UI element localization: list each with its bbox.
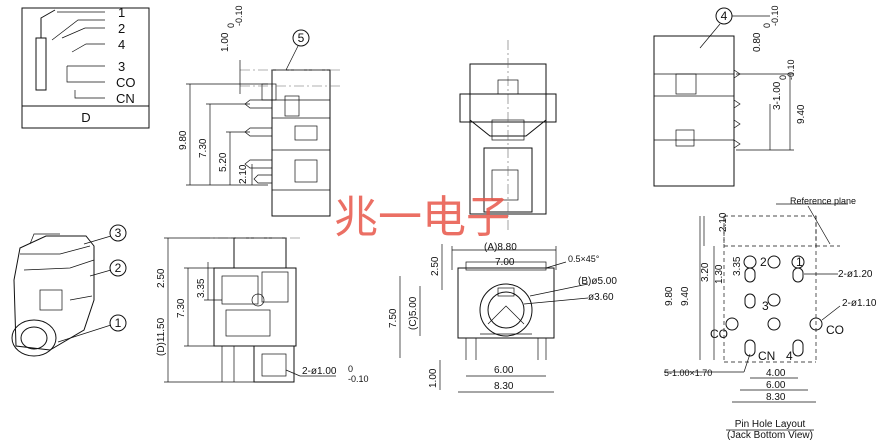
pin-hole-layout: Reference plane 2.10 3.35 3.20 1.30 9.80… bbox=[664, 196, 877, 441]
bottom-dim-3-60: ø3.60 bbox=[588, 292, 614, 303]
side-view: 9.80 7.30 5.20 2.10 1.00 0 -0.10 5 bbox=[178, 5, 340, 217]
layout-pin-cn: CN bbox=[758, 349, 775, 363]
layout-dim-1-30: 1.30 bbox=[714, 264, 725, 284]
layout-dim-holes-1-10: 2-ø1.10 bbox=[842, 298, 877, 309]
layout-dim-holes-1-20: 2-ø1.20 bbox=[838, 269, 873, 280]
layout-pin-co-left: CO bbox=[710, 327, 728, 341]
schematic-box: D 1 2 4 3 CO CN bbox=[21, 5, 150, 129]
layout-pin-1: 1 bbox=[796, 255, 803, 269]
iso-callout-3-circle bbox=[109, 224, 127, 242]
layout-pin-2: 2 bbox=[760, 255, 767, 269]
layout-reference: Reference plane bbox=[790, 196, 856, 206]
right-tol-lower-b: -0.10 bbox=[786, 59, 796, 80]
right-tol-lower: -0.10 bbox=[770, 5, 780, 26]
schematic-pin-4: 4 bbox=[118, 37, 125, 52]
layout-pin-co-right: CO bbox=[826, 323, 844, 337]
layout-dim-3-20: 3.20 bbox=[700, 262, 711, 282]
iso-callout-1-circle bbox=[109, 314, 127, 332]
side-dim-2-10: 2.10 bbox=[238, 164, 249, 184]
iso-callout-2-circle bbox=[109, 259, 127, 277]
front-view: 2.50 3.35 7.30 (D)11.50 2-ø1.00 0 -0.10 bbox=[156, 237, 369, 384]
bottom-dim-7-50: 7.50 bbox=[388, 308, 399, 328]
front-dim-2-50: 2.50 bbox=[156, 268, 167, 288]
layout-pin-3: 3 bbox=[762, 299, 769, 313]
right-dim-3-1-00: 3-1.00 bbox=[772, 81, 783, 110]
schematic-pin-3: 3 bbox=[118, 59, 125, 74]
layout-caption-subtitle: (Jack Bottom View) bbox=[727, 430, 813, 441]
side-dim-9-80: 9.80 bbox=[178, 130, 189, 150]
side-callout-5: 5 bbox=[298, 31, 305, 45]
schematic-pin-2: 2 bbox=[118, 21, 125, 36]
iso-callout-3: 3 bbox=[115, 226, 122, 240]
right-tol-upper-b: 0 bbox=[778, 75, 788, 80]
right-callout-4: 4 bbox=[721, 9, 728, 23]
layout-dim-9-80: 9.80 bbox=[664, 286, 675, 306]
schematic-variant: D bbox=[81, 110, 90, 125]
right-dim-9-40: 9.40 bbox=[796, 104, 807, 124]
schematic-pin-labels: 1 2 4 3 CO CN bbox=[116, 5, 136, 106]
side-tol-upper: 0 bbox=[226, 23, 236, 28]
bottom-dim-b-5-00: (B)ø5.00 bbox=[578, 276, 617, 287]
bottom-dim-chamfer: 0.5×45° bbox=[568, 254, 600, 264]
bottom-dim-c-5-00: (C)5.00 bbox=[408, 296, 419, 330]
front-dim-d-11-50: (D)11.50 bbox=[156, 317, 167, 356]
side-callout-circle bbox=[292, 29, 310, 47]
schematic-pin-1: 1 bbox=[118, 5, 125, 20]
layout-caption-title: Pin Hole Layout bbox=[735, 419, 806, 430]
iso-callout-2: 2 bbox=[115, 261, 122, 275]
front-dim-hole: 2-ø1.00 bbox=[302, 366, 337, 377]
bottom-view: (A)8.80 7.00 2.50 0.5×45° (B)ø5.00 (C)5.… bbox=[388, 242, 617, 393]
layout-pin-4: 4 bbox=[786, 349, 793, 363]
layout-dim-slots: 5-1.00×1.70 bbox=[664, 368, 712, 378]
front-tol-lower: -0.10 bbox=[348, 374, 369, 384]
front-tol-upper: 0 bbox=[348, 364, 353, 374]
bottom-dim-a-8-80: (A)8.80 bbox=[484, 242, 517, 253]
right-view: 9.40 3-1.00 0 -0.10 0.80 0 -0.10 4 bbox=[653, 5, 807, 187]
right-tol-upper: 0 bbox=[762, 23, 772, 28]
side-dim-5-20: 5.20 bbox=[218, 152, 229, 172]
bottom-dim-8-30: 8.30 bbox=[494, 381, 514, 392]
layout-dim-9-40: 9.40 bbox=[680, 286, 691, 306]
layout-dim-4-00: 4.00 bbox=[766, 368, 786, 379]
iso-callout-1: 1 bbox=[115, 316, 122, 330]
bottom-dim-2-50: 2.50 bbox=[430, 256, 441, 276]
layout-dim-2-10: 2.10 bbox=[718, 212, 729, 232]
front-dim-3-35: 3.35 bbox=[196, 278, 207, 298]
side-dim-7-30: 7.30 bbox=[198, 138, 209, 158]
schematic-pin-cn: CN bbox=[116, 91, 135, 106]
bottom-dim-6-00: 6.00 bbox=[494, 365, 514, 376]
layout-dim-6-00: 6.00 bbox=[766, 380, 786, 391]
right-dim-0-80: 0.80 bbox=[752, 32, 763, 52]
side-dim-1-00: 1.00 bbox=[220, 32, 231, 52]
side-tol-lower: -0.10 bbox=[234, 5, 244, 26]
bottom-dim-1-00: 1.00 bbox=[428, 368, 439, 388]
watermark-text: 兆一电子 bbox=[334, 192, 510, 243]
layout-dim-8-30: 8.30 bbox=[766, 392, 786, 403]
bottom-dim-7-00: 7.00 bbox=[495, 257, 515, 268]
schematic-pin-co: CO bbox=[116, 75, 136, 90]
layout-dim-3-35: 3.35 bbox=[732, 256, 743, 276]
iso-view: 3 2 1 bbox=[11, 224, 127, 357]
center-top-view bbox=[459, 40, 557, 230]
front-dim-7-30: 7.30 bbox=[176, 298, 187, 318]
